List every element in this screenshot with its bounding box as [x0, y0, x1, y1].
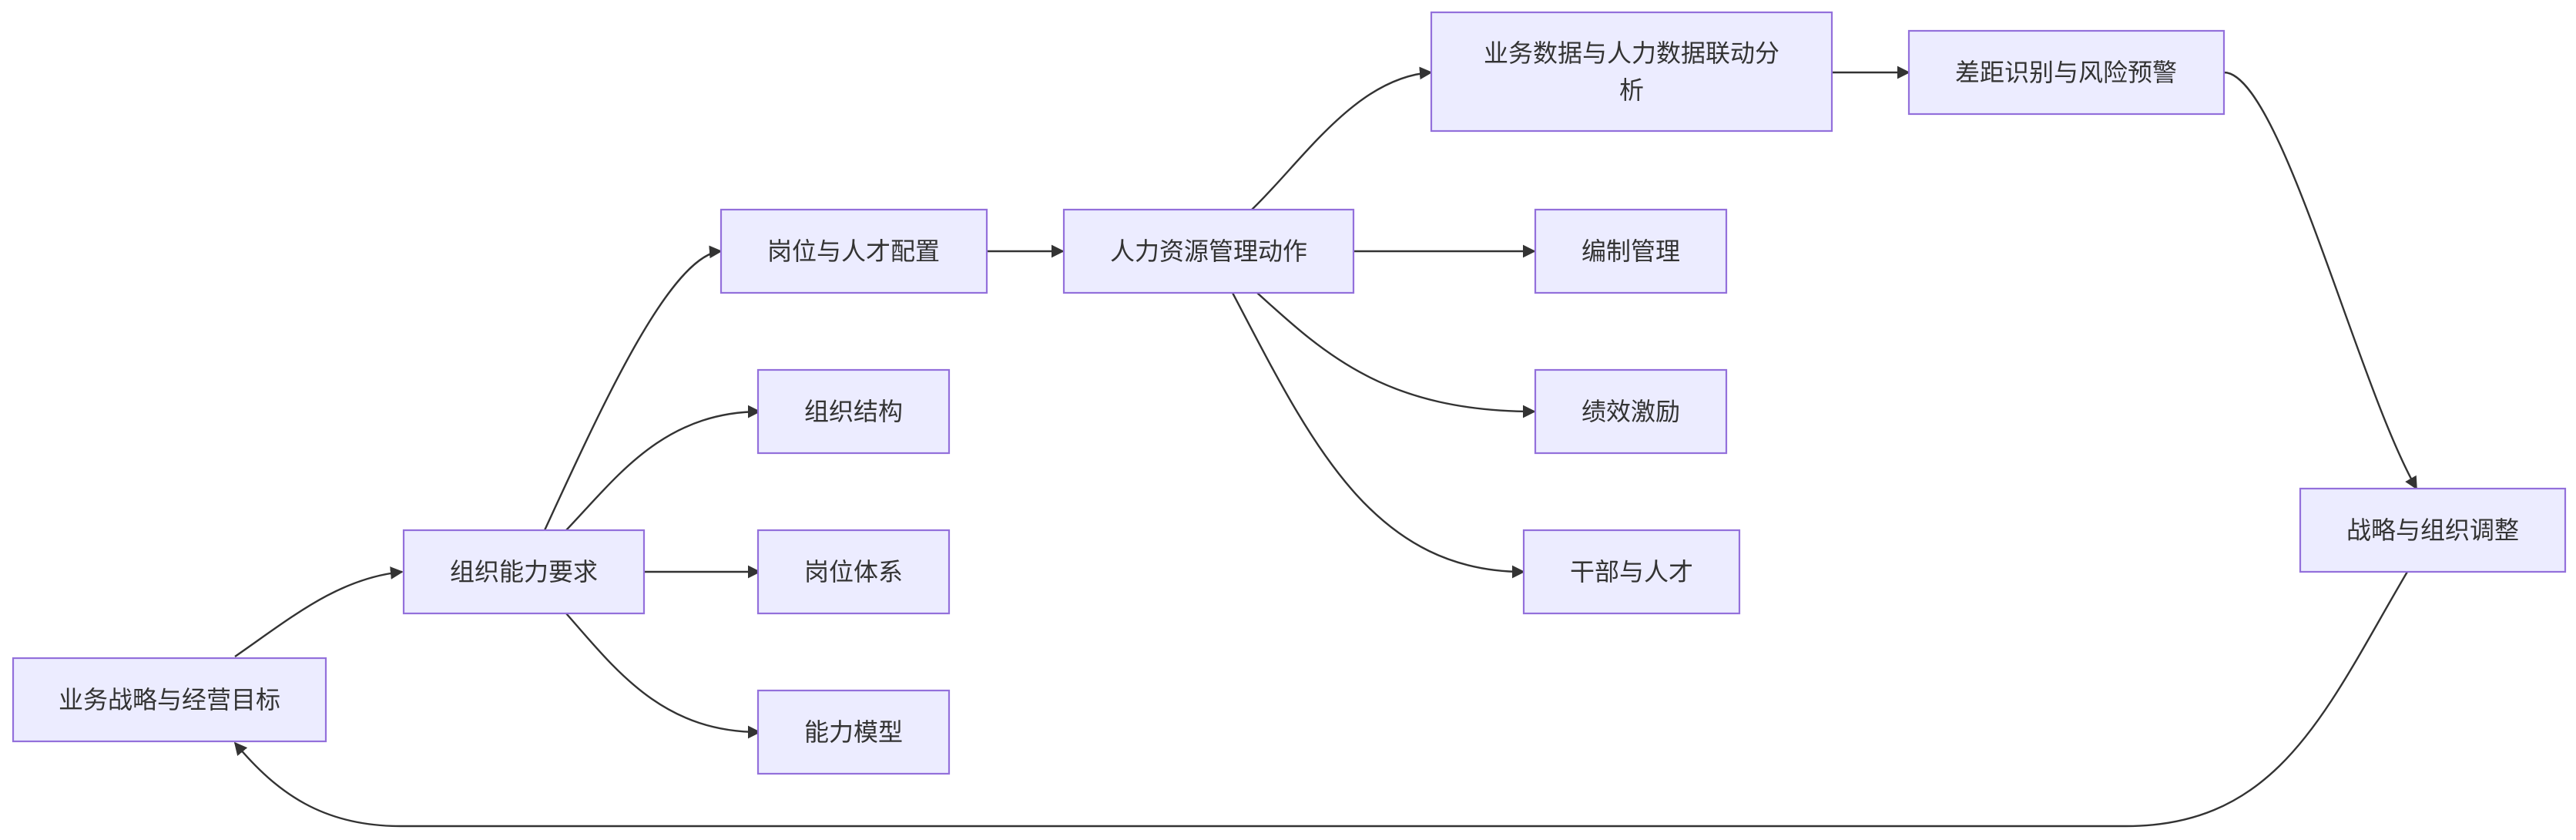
- node-biz-strategy[interactable]: 业务战略与经营目标: [12, 657, 327, 743]
- edge-org-capability-to-job-talent: [543, 245, 723, 531]
- edge-org-capability-to-org-structure: [565, 405, 761, 531]
- node-org-structure[interactable]: 组织结构: [756, 368, 951, 455]
- node-job-system[interactable]: 岗位体系: [756, 529, 951, 615]
- edge-org-capability-to-capability-model: [565, 613, 761, 739]
- node-gap-warning-label: 差距识别与风险预警: [1955, 58, 2177, 87]
- node-headcount[interactable]: 编制管理: [1534, 208, 1728, 294]
- node-data-analysis-label-line1: 业务数据与人力数据联动分: [1484, 39, 1779, 68]
- node-biz-strategy-label: 业务战略与经营目标: [59, 685, 280, 714]
- node-headcount-label: 编制管理: [1581, 237, 1680, 266]
- edge-hr-actions-to-cadre-talent: [1231, 292, 1525, 579]
- node-job-talent-label: 岗位与人才配置: [767, 237, 940, 266]
- node-hr-actions[interactable]: 人力资源管理动作: [1062, 208, 1355, 294]
- node-performance[interactable]: 绩效激励: [1534, 368, 1728, 455]
- node-job-system-label: 岗位体系: [804, 557, 903, 586]
- node-gap-warning[interactable]: 差距识别与风险预警: [1907, 29, 2225, 116]
- edge-gap-warning-to-strategy-adjust: [2223, 71, 2418, 490]
- node-org-structure-label: 组织结构: [804, 397, 903, 426]
- edge-biz-strategy-to-org-capability: [234, 566, 404, 657]
- node-data-analysis-label-line2: 析: [1619, 76, 1644, 105]
- edge-hr-actions-to-performance: [1256, 292, 1536, 418]
- nodes: 业务战略与经营目标 组织能力要求 岗位与人才配置 组织结构 岗位体系 能力模型 …: [12, 11, 2567, 775]
- node-capability-model-label: 能力模型: [804, 717, 903, 747]
- node-cadre-talent-label: 干部与人才: [1570, 557, 1693, 586]
- node-strategy-adjust-label: 战略与组织调整: [2346, 516, 2519, 545]
- node-org-capability-label: 组织能力要求: [450, 557, 598, 586]
- node-org-capability[interactable]: 组织能力要求: [402, 529, 646, 615]
- node-job-talent[interactable]: 岗位与人才配置: [719, 208, 988, 294]
- node-strategy-adjust[interactable]: 战略与组织调整: [2299, 487, 2567, 573]
- edges: [233, 66, 2418, 828]
- edge-hr-actions-to-data-analysis: [1251, 66, 1433, 210]
- node-performance-label: 绩效激励: [1581, 397, 1680, 426]
- node-cadre-talent[interactable]: 干部与人才: [1522, 529, 1741, 615]
- edge-strategy-adjust-to-biz-strategy: [233, 571, 2409, 828]
- node-capability-model[interactable]: 能力模型: [756, 689, 951, 775]
- node-data-analysis[interactable]: 业务数据与人力数据联动分 析: [1430, 11, 1833, 133]
- node-hr-actions-label: 人力资源管理动作: [1110, 237, 1307, 266]
